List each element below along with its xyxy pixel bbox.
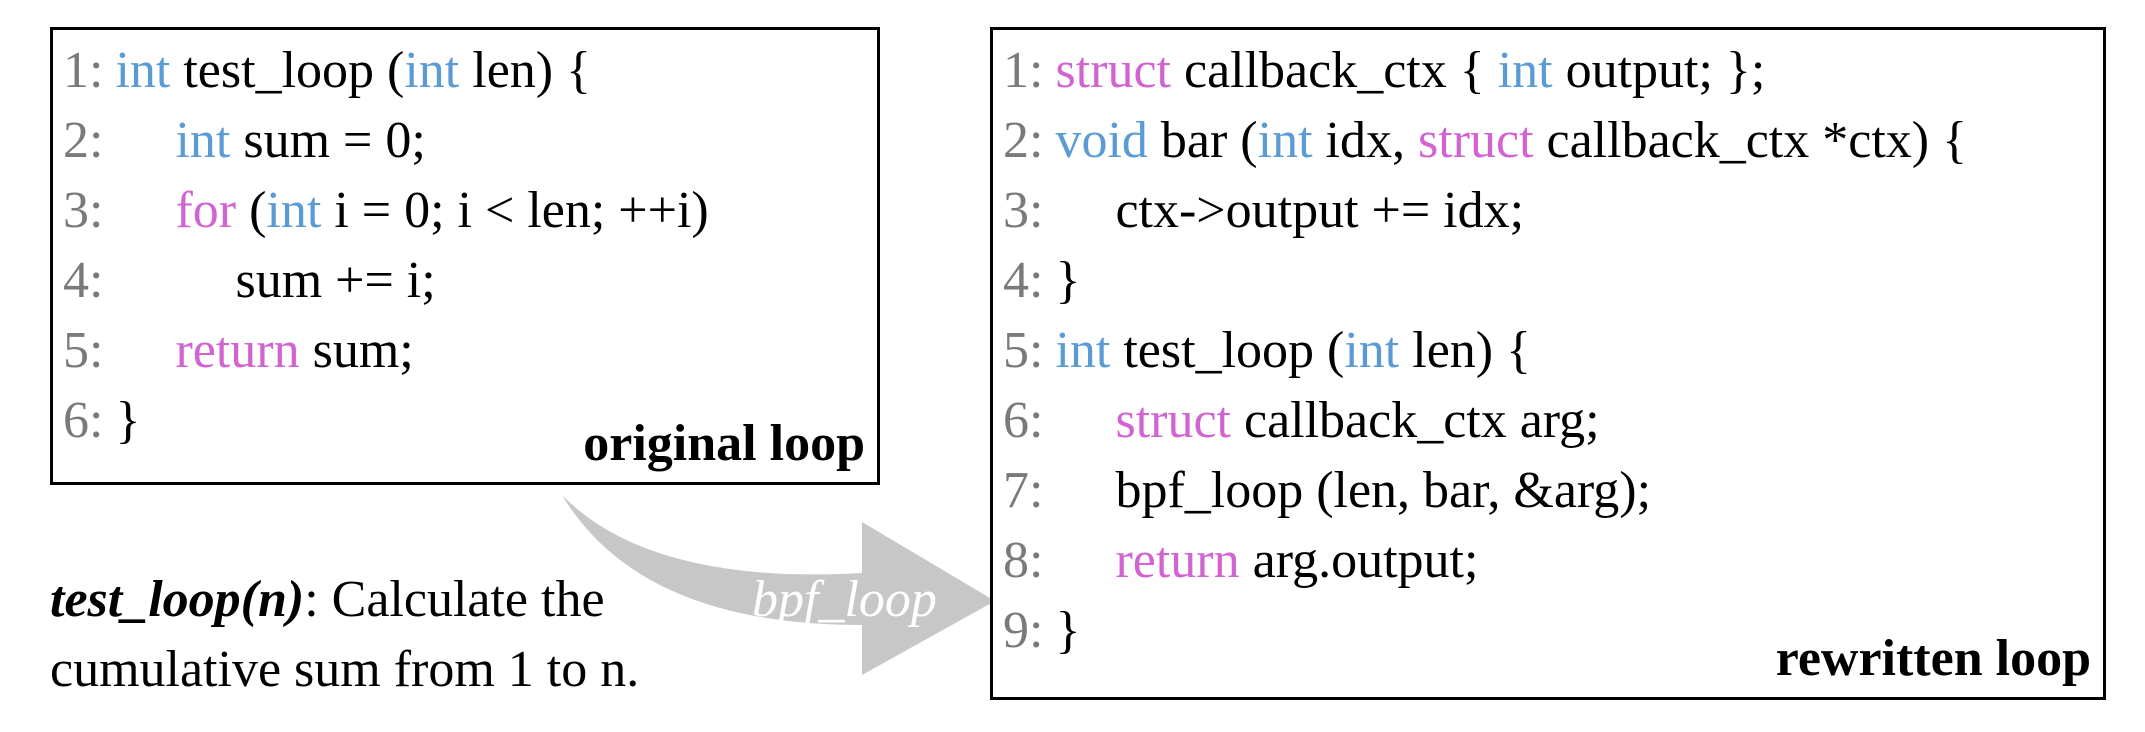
code-token: } (1055, 252, 1081, 309)
code-token: test_loop ( (170, 42, 405, 99)
code-token: callback_ctx arg; (1230, 392, 1600, 449)
line-number: 9: (1003, 602, 1044, 659)
code-token: ctx->output += idx; (1115, 182, 1525, 239)
type-keyword: int (266, 182, 322, 239)
original-code-line: 6:} (63, 386, 709, 456)
type-keyword: int (404, 42, 460, 99)
keyword: struct (1417, 112, 1534, 169)
code-token: i = 0; i < len; ++i) (321, 182, 709, 239)
line-number: 3: (1003, 182, 1044, 239)
rewritten-code-line: 1:struct callback_ctx { int output; }; (1003, 36, 1967, 106)
rewritten-code: 1:struct callback_ctx { int output; };2:… (1003, 36, 1967, 666)
keyword: return (1115, 532, 1240, 589)
rewritten-code-line: 8: return arg.output; (1003, 526, 1967, 596)
code-token: bar ( (1147, 112, 1258, 169)
code-token: sum = 0; (230, 112, 426, 169)
line-number: 1: (63, 42, 104, 99)
rewritten-code-line: 7: bpf_loop (len, bar, &arg); (1003, 456, 1967, 526)
code-token: idx, (1312, 112, 1418, 169)
code-token: output; }; (1552, 42, 1766, 99)
line-number: 1: (1003, 42, 1044, 99)
code-token: callback_ctx { (1170, 42, 1498, 99)
keyword: struct (1055, 42, 1171, 99)
code-token: callback_ctx *ctx) { (1533, 112, 1968, 169)
original-code-line: 2: int sum = 0; (63, 106, 709, 176)
original-code-line: 1:int test_loop (int len) { (63, 36, 709, 106)
original-code-line: 4: sum += i; (63, 246, 709, 316)
code-token: } (1055, 602, 1081, 659)
line-number: 8: (1003, 532, 1044, 589)
function-name: test_loop(n) (50, 571, 305, 628)
code-token: sum; (299, 322, 414, 379)
code-token: sum += i; (235, 252, 436, 309)
type-keyword: int (1497, 42, 1553, 99)
rewritten-code-line: 6: struct callback_ctx arg; (1003, 386, 1967, 456)
code-token: len) { (1399, 322, 1532, 379)
original-loop-box: 1:int test_loop (int len) {2:int sum = 0… (50, 27, 880, 485)
line-number: 3: (63, 182, 104, 239)
code-token: arg.output; (1239, 532, 1479, 589)
code-token: len) { (459, 42, 592, 99)
rewritten-code-line: 9:} (1003, 596, 1967, 666)
rewritten-code-line: 4:} (1003, 246, 1967, 316)
function-description: test_loop(n): Calculate the cumulative s… (50, 565, 730, 705)
line-number: 4: (63, 252, 104, 309)
line-number: 7: (1003, 462, 1044, 519)
original-code: 1:int test_loop (int len) {2:int sum = 0… (63, 36, 709, 456)
line-number: 5: (1003, 322, 1044, 379)
type-keyword: int (1257, 112, 1313, 169)
type-keyword: int (1055, 322, 1111, 379)
keyword: for (175, 182, 237, 239)
line-number: 4: (1003, 252, 1044, 309)
keyword: return (175, 322, 300, 379)
type-keyword: int (1344, 322, 1400, 379)
arrow-shape (562, 495, 995, 675)
rewritten-loop-box: 1:struct callback_ctx { int output; };2:… (990, 27, 2106, 700)
code-token: } (115, 392, 141, 449)
line-number: 6: (1003, 392, 1044, 449)
original-code-line: 5: return sum; (63, 316, 709, 386)
rewritten-code-line: 3: ctx->output += idx; (1003, 176, 1967, 246)
arrow-label: bpf_loop (752, 571, 937, 628)
rewritten-loop-caption: rewritten loop (1775, 630, 2091, 687)
line-number: 6: (63, 392, 104, 449)
line-number: 2: (1003, 112, 1044, 169)
line-number: 5: (63, 322, 104, 379)
code-token: ( (236, 182, 267, 239)
original-code-line: 3: for (int i = 0; i < len; ++i) (63, 176, 709, 246)
original-loop-caption: original loop (583, 415, 865, 472)
rewritten-code-line: 2:void bar (int idx, struct callback_ctx… (1003, 106, 1967, 176)
code-token: bpf_loop (len, bar, &arg); (1115, 462, 1652, 519)
code-token: test_loop ( (1110, 322, 1345, 379)
line-number: 2: (63, 112, 104, 169)
rewritten-code-line: 5:int test_loop (int len) { (1003, 316, 1967, 386)
keyword: struct (1115, 392, 1231, 449)
type-keyword: int (175, 112, 231, 169)
type-keyword: void (1055, 112, 1148, 169)
type-keyword: int (115, 42, 171, 99)
description-text: : Calculate the cumulative sum from 1 to… (50, 571, 640, 698)
